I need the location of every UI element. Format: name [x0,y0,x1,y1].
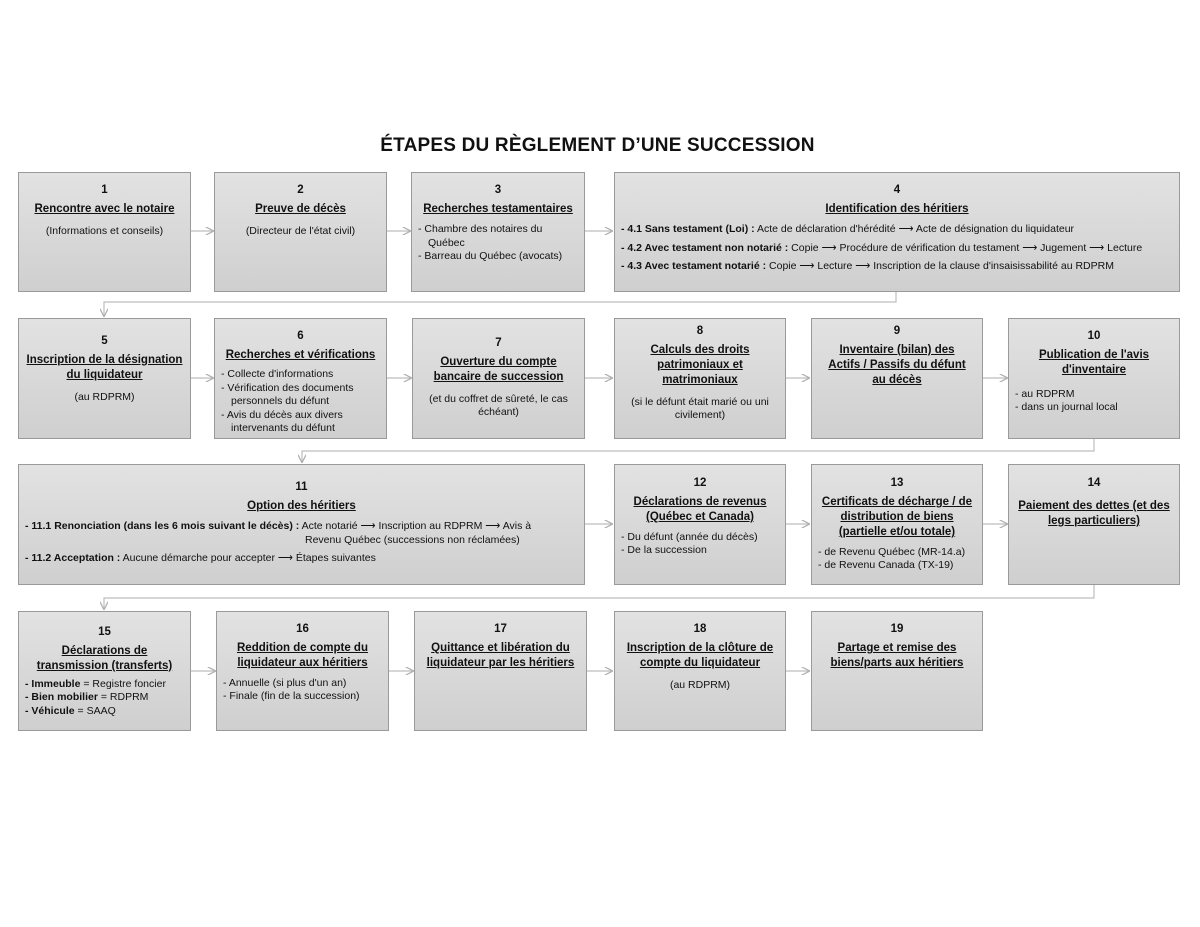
step-12-box: 12 Déclarations de revenus (Québec et Ca… [614,464,786,585]
list-item: - de Revenu Québec (MR-14.a) [818,545,966,558]
list-item: - Barreau du Québec (avocats) [418,250,563,263]
arrow-10-11 [302,439,1095,462]
list-item: - Avis du décès aux divers intervenants … [221,408,343,435]
step-number: 16 [296,623,309,635]
step-8-box: 8 Calculs des droits patrimoniaux et mat… [614,318,786,439]
step-line: - 11.1 Renonciation (dans les 6 mois sui… [25,519,532,532]
step-heading: Calculs des droits patrimoniaux et matri… [650,343,750,386]
step-heading: Recherches et vérifications [225,348,376,361]
list-item: - de Revenu Canada (TX-19) [818,559,954,572]
step-16-box: 16 Reddition de compte du liquidateur au… [216,611,389,731]
step-number: 15 [98,626,111,638]
page-title: ÉTAPES DU RÈGLEMENT D’UNE SUCCESSION [380,135,815,156]
step-list: - de Revenu Québec (MR-14.a) - de Revenu… [818,546,976,573]
step-heading: Inventaire (bilan) des Actifs / Passifs … [828,343,966,386]
step-heading: Publication de l'avis d'inventaire [1038,348,1150,376]
arrow-14-15 [104,585,1095,609]
step-15-box: 15 Déclarations de transmission (transfe… [18,611,191,731]
step-19-box: 19 Partage et remise des biens/parts aux… [811,611,983,731]
step-heading: Identification des héritiers [825,202,969,215]
step-heading: Recherches testamentaires [423,202,573,215]
step-number: 4 [893,184,901,196]
list-item: - au RDPRM [1015,387,1075,400]
step-heading: Ouverture du compte bancaire de successi… [433,355,564,383]
step-11-box: 11 Option des héritiers - 11.1 Renonciat… [18,464,585,585]
step-heading: Inscription de la désignation du liquida… [26,353,183,381]
step-heading: Paiement des dettes (et des legs particu… [1018,499,1170,527]
list-item: - dans un journal local [1015,401,1118,414]
list-item: - Annuelle (si plus d'un an) [223,676,347,689]
step-list: - au RDPRM - dans un journal local [1015,388,1173,415]
step-heading: Certificats de décharge / de distributio… [821,495,973,538]
step-10-box: 10 Publication de l'avis d'inventaire - … [1008,318,1180,439]
step-subtext: (si le défunt était marié ou uni civilem… [631,395,769,422]
step-4-box: 4 Identification des héritiers - 4.1 San… [614,172,1180,292]
step-number: 13 [890,477,904,489]
step-9-box: 9 Inventaire (bilan) des Actifs / Passif… [811,318,983,439]
step-number: 3 [494,184,502,196]
step-17-box: 17 Quittance et libération du liquidateu… [414,611,587,731]
step-heading: Déclarations de transmission (transferts… [36,644,173,672]
step-subtext: (au RDPRM) [669,678,731,691]
step-list: - Chambre des notaires du Québec - Barre… [418,223,578,264]
step-heading: Partage et remise des biens/parts aux hé… [830,641,964,669]
step-7-box: 7 Ouverture du compte bancaire de succes… [412,318,585,439]
step-13-box: 13 Certificats de décharge / de distribu… [811,464,983,585]
step-line: - 4.1 Sans testament (Loi) : Acte de déc… [621,222,1075,235]
step-6-box: 6 Recherches et vérifications - Collecte… [214,318,387,439]
step-number: 14 [1087,477,1101,489]
list-item: - Finale (fin de la succession) [223,690,360,703]
step-1-box: 1 Rencontre avec le notaire (Information… [18,172,191,292]
step-number: 8 [696,325,704,337]
step-number: 18 [693,623,707,635]
step-5-box: 5 Inscription de la désignation du liqui… [18,318,191,439]
step-line: - 11.2 Acceptation : Aucune démarche pou… [25,552,376,565]
step-number: 7 [495,337,502,349]
step-number: 2 [297,184,304,196]
step-heading: Option des héritiers [247,499,356,512]
list-item: - De la succession [621,544,707,557]
step-line: - 4.2 Avec testament non notarié : Copie… [621,241,1143,254]
list-item: - Collecte d'informations [221,367,334,380]
step-3-box: 3 Recherches testamentaires - Chambre de… [411,172,585,292]
step-line: - Véhicule = SAAQ [25,705,116,718]
step-number: 12 [693,477,707,489]
list-item: - Vérification des documents personnels … [221,381,354,408]
list-item: - Chambre des notaires du Québec [418,222,543,249]
step-heading: Déclarations de revenus (Québec et Canad… [633,495,767,523]
step-line-continued: Revenu Québec (successions non réclamées… [305,533,520,546]
step-subtext: (Directeur de l'état civil) [245,224,356,237]
step-heading: Inscription de la clôture de compte du l… [626,641,774,669]
step-number: 5 [101,335,108,347]
step-subtext: (au RDPRM) [74,390,135,403]
step-subtext: (Informations et conseils) [45,224,164,237]
step-list: - Annuelle (si plus d'un an) - Finale (f… [223,677,382,704]
step-18-box: 18 Inscription de la clôture de compte d… [614,611,786,731]
step-number: 17 [494,623,507,635]
step-number: 6 [297,330,304,342]
step-list: - Collecte d'informations - Vérification… [221,368,380,436]
step-14-box: 14 Paiement des dettes (et des legs part… [1008,464,1180,585]
step-number: 9 [893,325,901,337]
step-line: - Bien mobilier = RDPRM [25,691,149,704]
step-number: 10 [1087,330,1101,342]
step-number: 11 [295,481,308,493]
step-subtext: (et du coffret de sûreté, le cas échéant… [429,392,568,419]
step-line: - Immeuble = Registre foncier [25,677,166,690]
step-heading: Reddition de compte du liquidateur aux h… [237,641,368,669]
step-2-box: 2 Preuve de décès (Directeur de l'état c… [214,172,387,292]
list-item: - Du défunt (année du décès) [621,530,758,543]
step-heading: Rencontre avec le notaire [34,202,175,215]
step-number: 19 [890,623,904,635]
step-list: - Du défunt (année du décès) - De la suc… [621,531,779,558]
arrow-4-5 [104,292,897,316]
step-heading: Quittance et libération du liquidateur p… [426,641,575,669]
step-heading: Preuve de décès [255,202,346,215]
step-line: - 4.3 Avec testament notarié : Copie ⟶ L… [621,260,1114,273]
step-number: 1 [101,184,108,196]
